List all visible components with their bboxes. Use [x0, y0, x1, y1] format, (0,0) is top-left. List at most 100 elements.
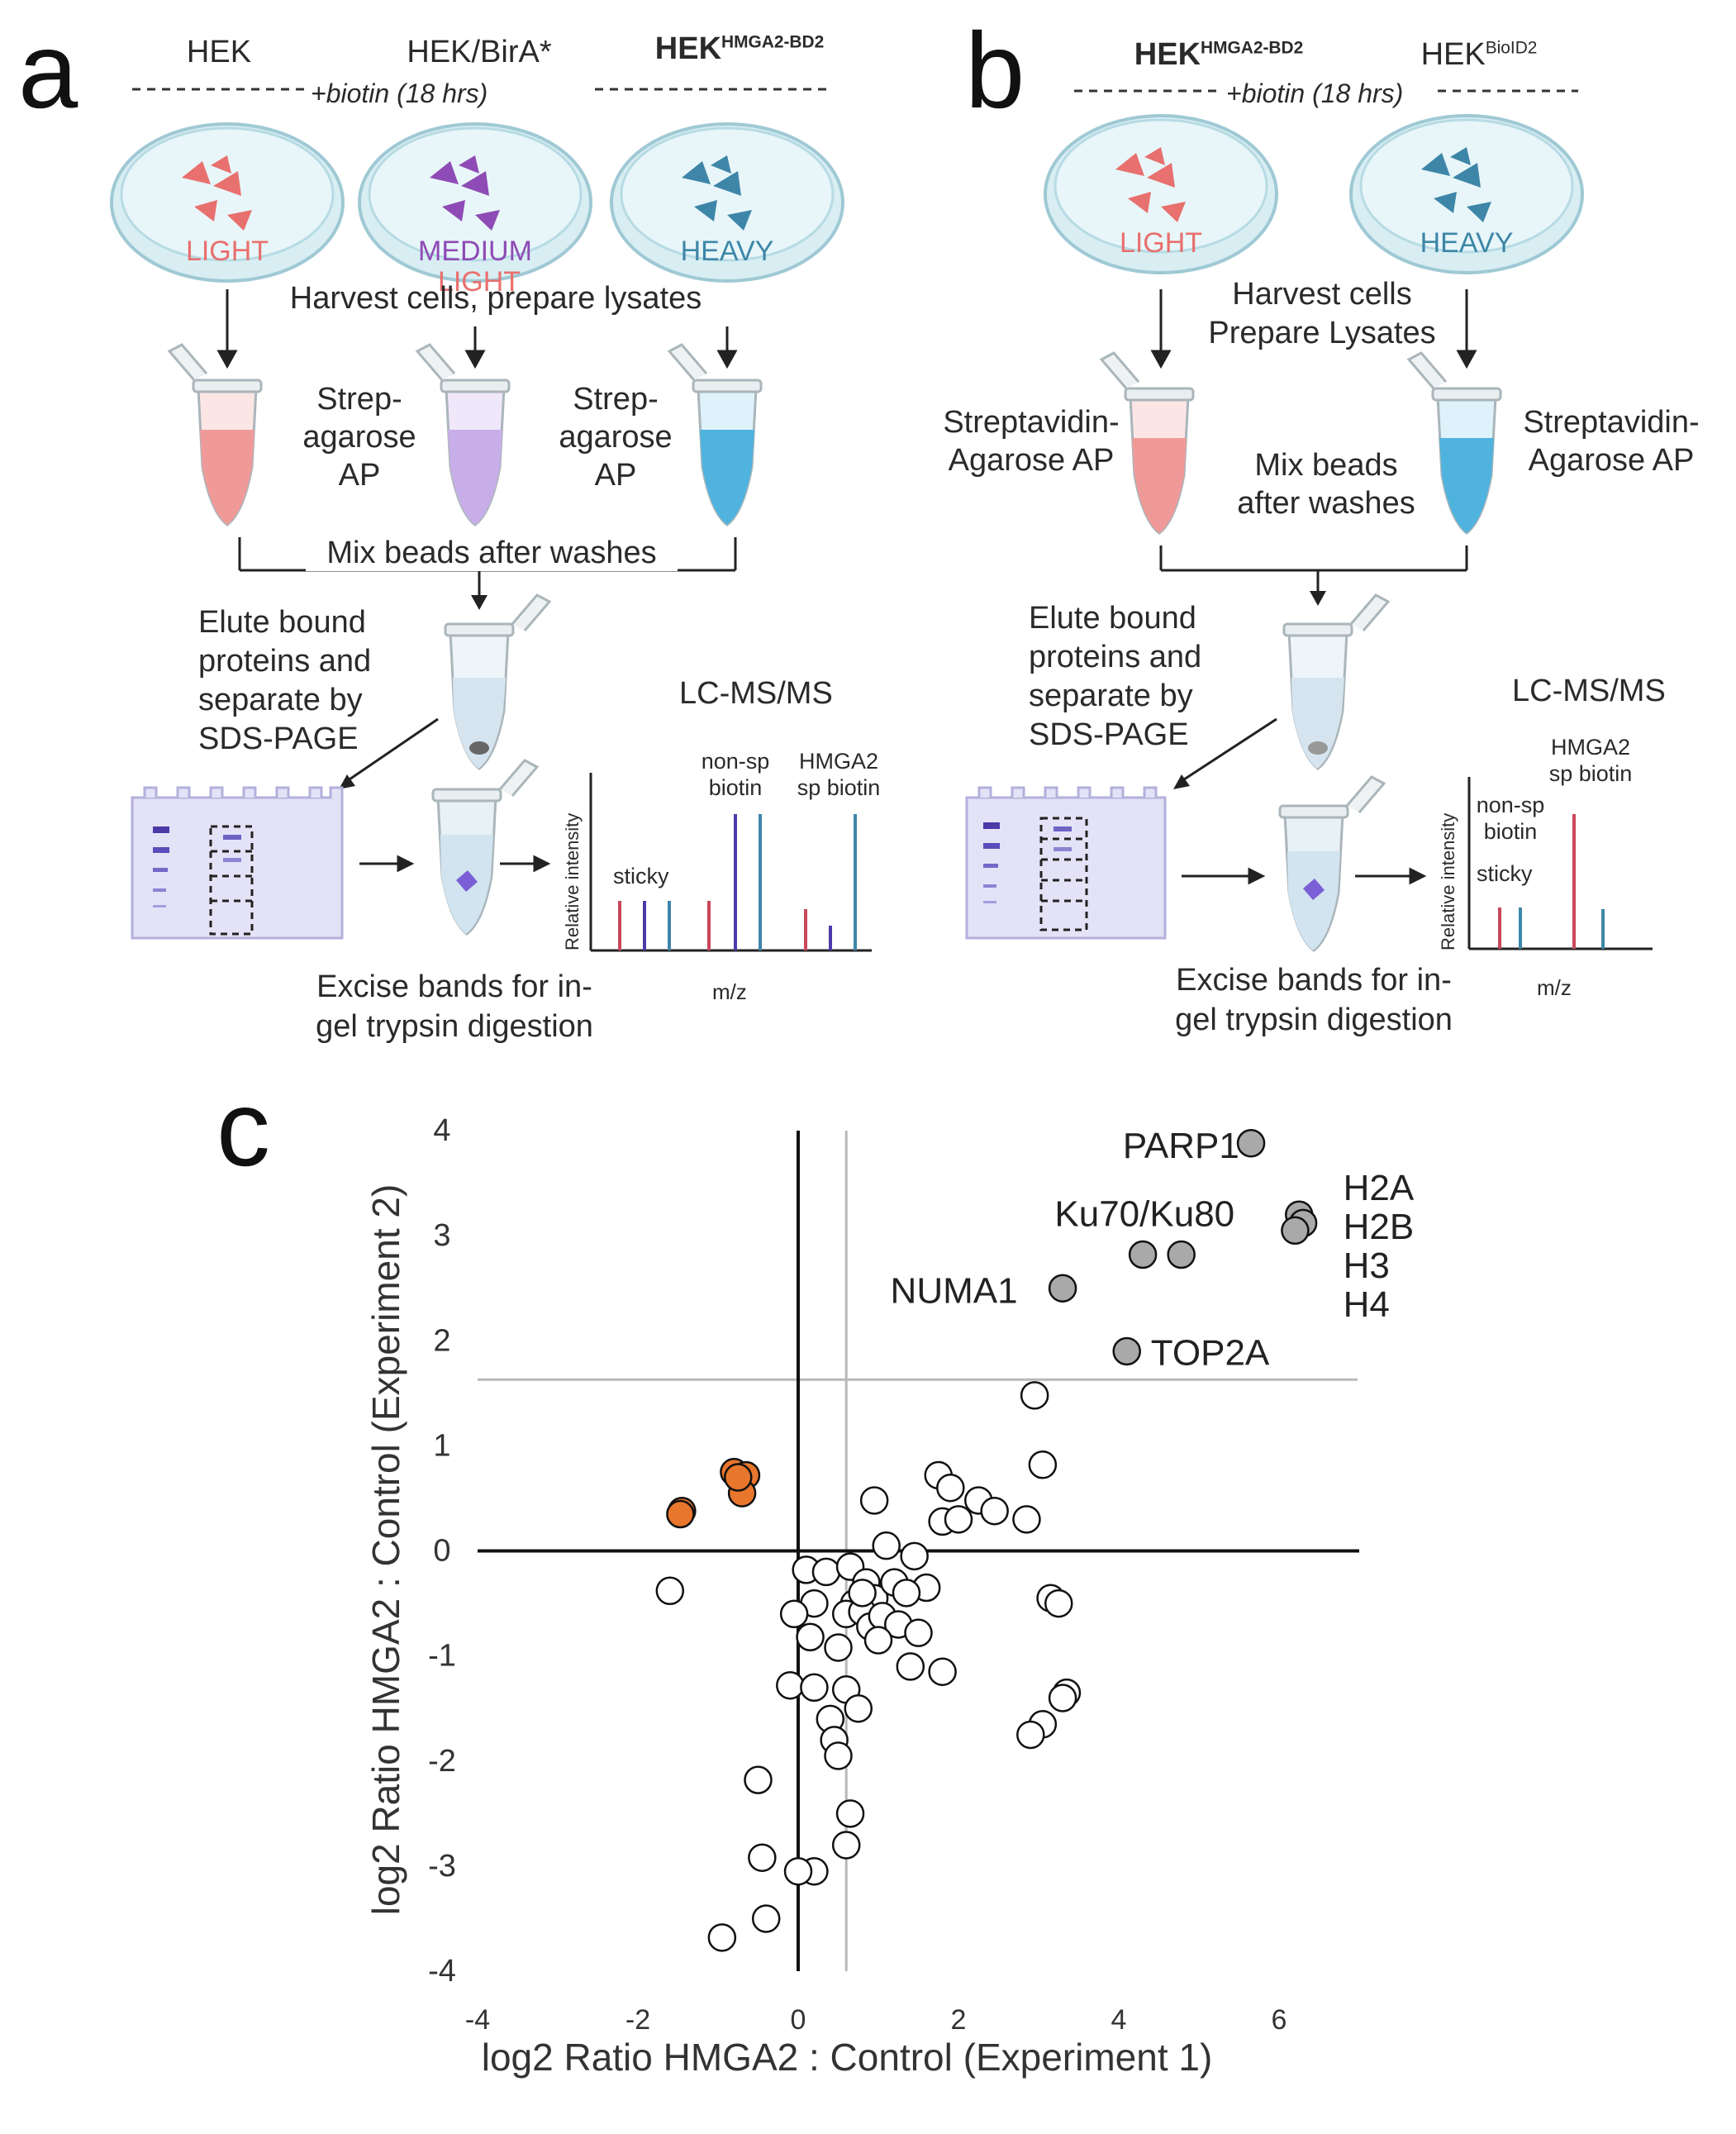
panel-b-lcms: LC-MS/MS — [1512, 674, 1666, 708]
panel-a-mix: Mix beads after washes — [306, 536, 678, 571]
dish-medium-a — [358, 122, 592, 283]
data-point-other — [944, 1505, 973, 1534]
data-point-other — [748, 1843, 777, 1872]
x-tick-label: -4 — [465, 2004, 490, 2036]
tube-light-a — [167, 343, 263, 526]
tube-light-b — [1099, 351, 1195, 535]
panel-b-col2-label: HEKBioID2 — [1420, 37, 1538, 72]
point-label: TOP2A — [1151, 1333, 1270, 1374]
data-point-other — [896, 1652, 925, 1681]
x-tick-label: 0 — [791, 2004, 806, 2036]
panel-b-mz: m/z — [1537, 975, 1572, 1000]
dish-light-b — [1044, 114, 1278, 274]
panel-a-col3-label: HEKHMGA2-BD2 — [654, 31, 825, 66]
point-label: H2A — [1344, 1168, 1415, 1208]
panel-b-biotin: +biotin (18 hrs) — [1221, 79, 1409, 109]
tube-heavy-a — [667, 343, 763, 526]
dish-heavy-a — [610, 122, 844, 283]
panel-a-letter: a — [18, 10, 78, 131]
spectrum-a — [589, 773, 872, 952]
data-point-other — [811, 1557, 841, 1587]
data-point-other — [844, 1693, 873, 1723]
data-point-other — [744, 1765, 773, 1794]
panel-b-strep-left: Streptavidin-Agarose AP — [943, 405, 1120, 478]
data-point-other — [824, 1633, 853, 1662]
tube-digest-a — [431, 759, 540, 936]
panel-a-col1-label: HEK — [186, 35, 252, 69]
data-point-other — [859, 1486, 889, 1515]
panel-b-diagram — [965, 89, 1653, 952]
y-tick-label: 4 — [433, 1113, 450, 1148]
panel-a-col2-label: HEK/BirA* — [407, 35, 552, 69]
y-tick-label: -4 — [428, 1954, 456, 1989]
tube-mixed-a — [444, 593, 552, 770]
gel-a — [131, 786, 344, 940]
data-point-other — [1012, 1505, 1041, 1534]
tube-heavy-b — [1406, 351, 1502, 535]
data-point-other — [928, 1657, 957, 1686]
panel-a-harvest: Harvest cells, prepare lysates — [289, 281, 702, 316]
point-label: Ku70/Ku80 — [1054, 1194, 1234, 1235]
point-label: PARP1 — [1123, 1126, 1239, 1166]
data-point-other — [1016, 1720, 1045, 1750]
y-tick-label: 0 — [433, 1534, 450, 1569]
panel-b-letter: b — [965, 10, 1025, 131]
panel-b-sticky: sticky — [1477, 861, 1533, 886]
dish-light-b-label: LIGHT — [1119, 227, 1203, 259]
panel-a-biotin: +biotin (18 hrs) — [306, 79, 493, 109]
dish-light-a-label: LIGHT — [437, 266, 521, 298]
data-points — [655, 1129, 1318, 1952]
data-point-control_enriched — [666, 1499, 695, 1529]
dish-light-a — [110, 122, 345, 283]
data-point-other — [751, 1904, 781, 1933]
data-point-other — [848, 1579, 877, 1608]
point-label: H4 — [1344, 1284, 1390, 1325]
data-point-other — [900, 1541, 929, 1571]
data-point-other — [800, 1673, 829, 1703]
data-point-other — [776, 1670, 805, 1700]
gel-b — [965, 786, 1167, 940]
panel-a-lcms: LC-MS/MS — [679, 676, 833, 711]
panel-c-letter: c — [216, 1068, 270, 1188]
data-point-other — [824, 1741, 853, 1770]
y-tick-label: -2 — [428, 1744, 456, 1779]
data-point-other — [655, 1576, 685, 1606]
y-tick-label: 3 — [433, 1218, 450, 1253]
data-point-other — [1020, 1381, 1049, 1410]
x-tick-label: 6 — [1272, 2004, 1287, 2036]
panel-b-relint: Relative intensity — [1438, 812, 1458, 950]
tube-digest-b — [1278, 775, 1386, 952]
data-point-other — [863, 1626, 893, 1655]
panel-b-excise: Excise bands for in-gel trypsin digestio… — [1175, 963, 1453, 1037]
data-point-other — [1028, 1450, 1058, 1479]
panel-a-excise: Excise bands for in-gel trypsin digestio… — [316, 969, 593, 1044]
tube-mixed-b — [1282, 593, 1391, 770]
y-tick-label: 2 — [433, 1323, 450, 1358]
data-point-other — [936, 1473, 965, 1503]
y-tick-label: 1 — [433, 1428, 450, 1463]
data-point-significant — [1281, 1216, 1310, 1246]
dish-light-a-label-visible: LIGHT — [185, 236, 269, 267]
point-label: H3 — [1344, 1246, 1390, 1286]
tube-medium-a — [415, 343, 511, 526]
point-label: NUMA1 — [891, 1271, 1018, 1312]
dish-heavy-b — [1349, 114, 1584, 274]
data-point-significant — [1048, 1274, 1077, 1303]
data-point-other — [904, 1618, 933, 1647]
dish-heavy-b-label: HEAVY — [1420, 227, 1514, 259]
y-axis-label: log2 Ratio HMGA2 : Control (Experiment 2… — [364, 1184, 407, 1916]
panel-a-diagram — [110, 88, 872, 952]
panel-b-strep-right: Streptavidin-Agarose AP — [1523, 405, 1700, 478]
dish-heavy-a-label: HEAVY — [680, 236, 774, 267]
data-point-significant — [1167, 1240, 1196, 1269]
